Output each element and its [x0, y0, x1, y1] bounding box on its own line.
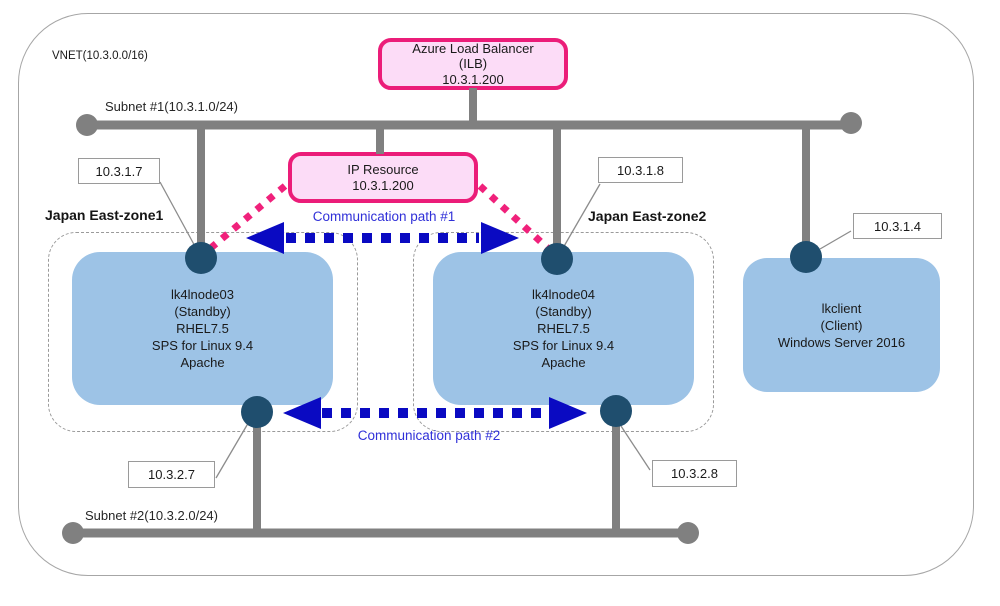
ip-callout-node1-subnet1: 10.3.1.7	[78, 158, 160, 184]
subnet1-label: Subnet #1(10.3.1.0/24)	[105, 99, 238, 114]
node1-role: (Standby)	[174, 304, 231, 319]
ip-value: 10.3.1.7	[95, 163, 143, 179]
ip-resource-box: IP Resource 10.3.1.200	[288, 152, 478, 203]
vnet-label: VNET(10.3.0.0/16)	[52, 50, 148, 62]
azure-load-balancer-box: Azure Load Balancer (ILB) 10.3.1.200	[378, 38, 568, 90]
client-name: lkclient	[821, 300, 862, 316]
client-role: (Client)	[820, 317, 863, 333]
alb-type: (ILB)	[458, 56, 488, 72]
subnet2-label: Subnet #2(10.3.2.0/24)	[85, 508, 218, 523]
alb-ip: 10.3.1.200	[442, 71, 504, 87]
node2-software: SPS for Linux 9.4	[512, 338, 615, 353]
ip-callout-node2-subnet2: 10.3.2.8	[652, 460, 737, 487]
ip-resource-name: IP Resource	[347, 162, 419, 177]
client-box: lkclient (Client) Windows Server 2016	[743, 258, 940, 392]
ip-value: 10.3.2.8	[671, 466, 718, 481]
node2-role: (Standby)	[535, 304, 592, 319]
node2-box: lk4lnode04 (Standby) RHEL7.5 SPS for Lin…	[433, 252, 694, 405]
ip-resource-ip: 10.3.1.200	[352, 177, 414, 193]
ip-callout-node1-subnet2: 10.3.2.7	[128, 461, 215, 488]
comm-path1-label: Communication path #1	[312, 209, 456, 224]
zone2-label: Japan East-zone2	[588, 208, 707, 224]
ip-callout-node2-subnet1: 10.3.1.8	[598, 157, 683, 183]
node1-os: RHEL7.5	[176, 321, 229, 336]
alb-name: Azure Load Balancer	[412, 40, 534, 56]
node2-os: RHEL7.5	[537, 321, 590, 336]
zone1-label: Japan East-zone1	[45, 207, 164, 223]
ip-value: 10.3.1.4	[874, 218, 921, 234]
node1-app: Apache	[180, 355, 225, 370]
comm-path2-label: Communication path #2	[357, 428, 501, 443]
ip-value: 10.3.2.7	[148, 467, 195, 482]
node1-name: lk4lnode03	[171, 287, 234, 302]
node1-software: SPS for Linux 9.4	[151, 338, 254, 353]
client-os: Windows Server 2016	[777, 334, 906, 350]
ip-value: 10.3.1.8	[617, 162, 664, 178]
ip-callout-client-subnet1: 10.3.1.4	[853, 213, 942, 239]
node2-app: Apache	[541, 355, 586, 370]
node1-box: lk4lnode03 (Standby) RHEL7.5 SPS for Lin…	[72, 252, 333, 405]
node2-name: lk4lnode04	[532, 287, 595, 302]
